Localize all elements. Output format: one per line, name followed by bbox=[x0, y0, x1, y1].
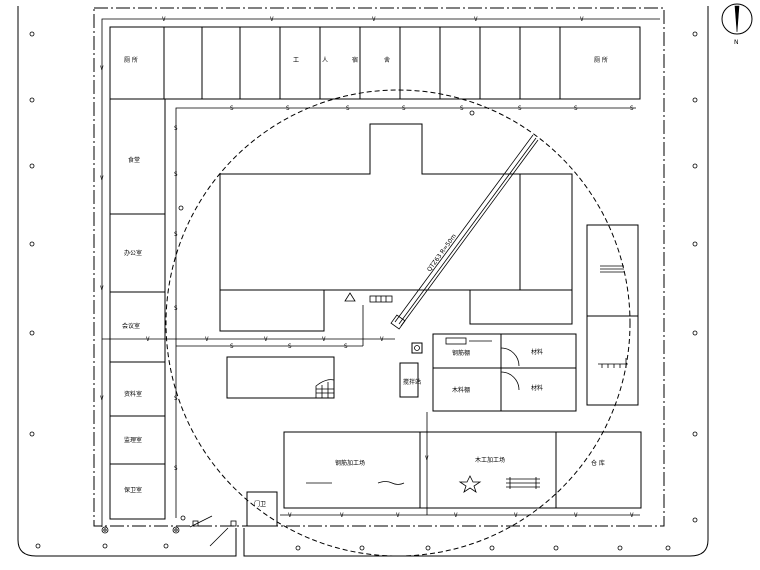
svg-text:S: S bbox=[460, 105, 464, 112]
stacking-yard bbox=[226, 356, 335, 399]
label-dorm-b: 人 bbox=[322, 57, 328, 64]
label-dorm-c: 宿 bbox=[352, 56, 358, 64]
label-carpentry: 木工加工场 bbox=[475, 456, 505, 464]
svg-text:N: N bbox=[734, 39, 739, 46]
main-building bbox=[219, 123, 573, 332]
svg-text:V: V bbox=[372, 16, 376, 23]
svg-text:V: V bbox=[100, 285, 104, 292]
svg-text:V: V bbox=[270, 16, 274, 23]
label-gate: 门卫 bbox=[254, 500, 266, 508]
svg-text:V: V bbox=[396, 512, 400, 519]
svg-text:S: S bbox=[174, 395, 178, 402]
svg-text:V: V bbox=[162, 16, 166, 23]
road-boundary-left bbox=[17, 6, 237, 557]
dorm-row bbox=[109, 26, 641, 100]
label-dorm-a: 工 bbox=[293, 57, 299, 64]
dorm-partitions bbox=[163, 27, 561, 99]
rebar-symbol bbox=[598, 265, 628, 368]
svg-text:V: V bbox=[100, 395, 104, 402]
label-rebar-shed: 钢筋棚 bbox=[452, 349, 470, 357]
small-room-2 bbox=[500, 333, 577, 369]
left-partitions bbox=[110, 213, 165, 465]
svg-text:V: V bbox=[288, 512, 292, 519]
small-room-1 bbox=[432, 333, 502, 369]
svg-text:V: V bbox=[146, 336, 150, 343]
site-fence bbox=[93, 7, 665, 527]
svg-text:S: S bbox=[174, 125, 178, 132]
north-arrow: N bbox=[721, 3, 753, 46]
workshop-row bbox=[283, 431, 642, 509]
label-security: 保卫室 bbox=[124, 486, 142, 494]
crane-radius bbox=[165, 89, 631, 557]
svg-text:S: S bbox=[174, 465, 178, 472]
svg-text:V: V bbox=[380, 336, 384, 343]
svg-text:S: S bbox=[402, 105, 406, 112]
svg-text:S: S bbox=[518, 105, 522, 112]
label-rebar-workshop: 钢筋加工场 bbox=[335, 459, 365, 467]
triangle-icon bbox=[344, 292, 356, 302]
small-room-3 bbox=[432, 367, 502, 412]
mixer-house bbox=[399, 362, 419, 398]
svg-text:S: S bbox=[286, 105, 290, 112]
left-block bbox=[109, 98, 166, 520]
small-room-4 bbox=[500, 367, 577, 412]
svg-text:S: S bbox=[630, 105, 634, 112]
label-office: 办公室 bbox=[124, 249, 142, 257]
svg-text:S: S bbox=[174, 305, 178, 312]
label-material-2: 材料 bbox=[531, 384, 543, 392]
saw-icon bbox=[458, 475, 482, 493]
svg-text:S: S bbox=[230, 105, 234, 112]
label-timber-shed: 木料棚 bbox=[452, 386, 470, 394]
water-line bbox=[101, 18, 660, 527]
svg-text:V: V bbox=[264, 336, 268, 343]
label-supervisor: 监理室 bbox=[124, 436, 142, 444]
svg-text:S: S bbox=[288, 343, 292, 350]
svg-text:V: V bbox=[454, 512, 458, 519]
main-building-internal bbox=[220, 174, 572, 291]
gate-house bbox=[246, 491, 278, 527]
label-warehouse: 仓 库 bbox=[591, 459, 605, 467]
svg-text:S: S bbox=[574, 105, 578, 112]
svg-text:V: V bbox=[205, 336, 209, 343]
label-archive: 资料室 bbox=[124, 390, 142, 398]
svg-text:S: S bbox=[174, 231, 178, 238]
hydrant-box bbox=[411, 342, 423, 354]
svg-text:V: V bbox=[100, 65, 104, 72]
water-markers: V V V V V V V V V V V V V V V V V V V V … bbox=[100, 16, 634, 519]
svg-text:S: S bbox=[344, 343, 348, 350]
crane-boom bbox=[390, 134, 539, 330]
hydrant-icons bbox=[101, 110, 475, 534]
svg-text:S: S bbox=[230, 343, 234, 350]
svg-text:V: V bbox=[474, 16, 478, 23]
svg-text:V: V bbox=[425, 455, 429, 462]
svg-text:V: V bbox=[574, 512, 578, 519]
sewer-markers: S S S S S S S S S S S S S S S S S bbox=[174, 105, 634, 472]
svg-text:V: V bbox=[322, 336, 326, 343]
svg-text:S: S bbox=[174, 171, 178, 178]
label-material-1: 材料 bbox=[531, 348, 543, 356]
road-trees bbox=[29, 31, 698, 551]
svg-text:V: V bbox=[580, 16, 584, 23]
svg-text:S: S bbox=[346, 105, 350, 112]
svg-text:V: V bbox=[340, 512, 344, 519]
label-toilet-right: 厕 所 bbox=[594, 56, 608, 64]
label-toilet-left: 厕 所 bbox=[124, 56, 138, 64]
svg-text:V: V bbox=[100, 175, 104, 182]
label-meeting: 会议室 bbox=[122, 322, 140, 330]
road-boundary-right bbox=[243, 6, 709, 557]
label-dorm-d: 舍 bbox=[384, 56, 390, 64]
svg-text:V: V bbox=[514, 512, 518, 519]
label-mixer: 搅拌站 bbox=[403, 378, 421, 386]
svg-text:V: V bbox=[630, 512, 634, 519]
label-canteen: 食堂 bbox=[128, 156, 140, 164]
